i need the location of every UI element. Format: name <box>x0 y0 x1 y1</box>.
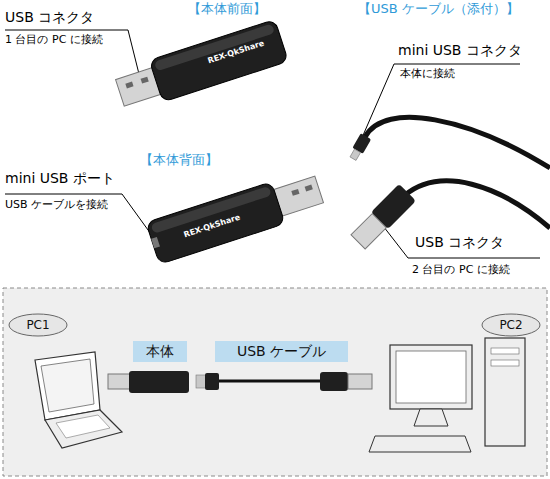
drive-bay <box>491 360 519 366</box>
part-label: 本体 <box>146 343 174 361</box>
device-body <box>146 182 285 265</box>
mini-plug-body <box>205 373 219 390</box>
usb-plug-metal <box>108 374 130 389</box>
device-body <box>129 371 189 393</box>
plug-metal <box>351 214 386 249</box>
plug-hole <box>305 185 313 192</box>
mini-usb-plug <box>348 133 371 162</box>
mini-usb-port <box>151 237 160 248</box>
dashed-frame <box>3 288 547 476</box>
device-body <box>149 19 288 102</box>
leader-line <box>361 64 520 140</box>
part-note: 本体に接続 <box>400 68 455 81</box>
part-name: mini USB コネクタ <box>398 42 522 58</box>
part-band: 本体 <box>133 341 187 362</box>
cable <box>219 380 320 383</box>
usb-plug-body <box>320 372 348 391</box>
part-note: USB ケーブルを接続 <box>5 199 108 212</box>
laptop-screen <box>35 352 100 420</box>
oval-shape <box>9 314 67 336</box>
device-front <box>113 19 288 113</box>
usb-plug <box>350 184 416 250</box>
pc-name: PC2 <box>499 318 522 332</box>
monitor <box>390 345 472 409</box>
usb-plug-metal <box>348 374 372 389</box>
cable <box>365 117 550 168</box>
view-heading: 【本体前面】 <box>188 2 266 17</box>
part-note: 1 台目の PC に接続 <box>5 34 103 47</box>
oval-shape <box>482 314 540 336</box>
leader-line <box>5 194 156 241</box>
part-name: USB コネクタ <box>5 9 94 25</box>
cable <box>404 181 550 228</box>
pc-name: PC1 <box>26 318 49 332</box>
part-name: mini USB ポート <box>5 170 115 186</box>
body-highlight <box>154 24 275 72</box>
view-heading: 【USB ケーブル（添付）】 <box>358 2 519 17</box>
pc-oval: PC1 <box>8 313 68 337</box>
laptop-display <box>41 359 94 412</box>
plug-hole <box>291 189 299 196</box>
part-name: USB コネクタ <box>415 234 504 250</box>
pc-oval: PC2 <box>481 313 541 337</box>
plug-hole <box>141 77 149 84</box>
monitor-screen <box>396 351 466 403</box>
laptop-keyboard <box>56 415 110 438</box>
keyboard <box>369 436 471 452</box>
pc-tower <box>485 338 525 446</box>
part-band: USB ケーブル <box>215 341 348 362</box>
mini-plug-metal <box>196 375 206 388</box>
laptop-base <box>45 410 122 448</box>
drive-bay <box>491 348 519 354</box>
plug-hole <box>125 82 133 89</box>
monitor-stand <box>414 409 448 426</box>
plug-metal <box>350 149 361 160</box>
leader-line <box>380 222 540 258</box>
part-label: USB ケーブル <box>237 343 326 361</box>
view-heading: 【本体背面】 <box>140 153 218 168</box>
part-note: 2 台目の PC に接続 <box>412 264 510 277</box>
device-back <box>146 168 326 264</box>
